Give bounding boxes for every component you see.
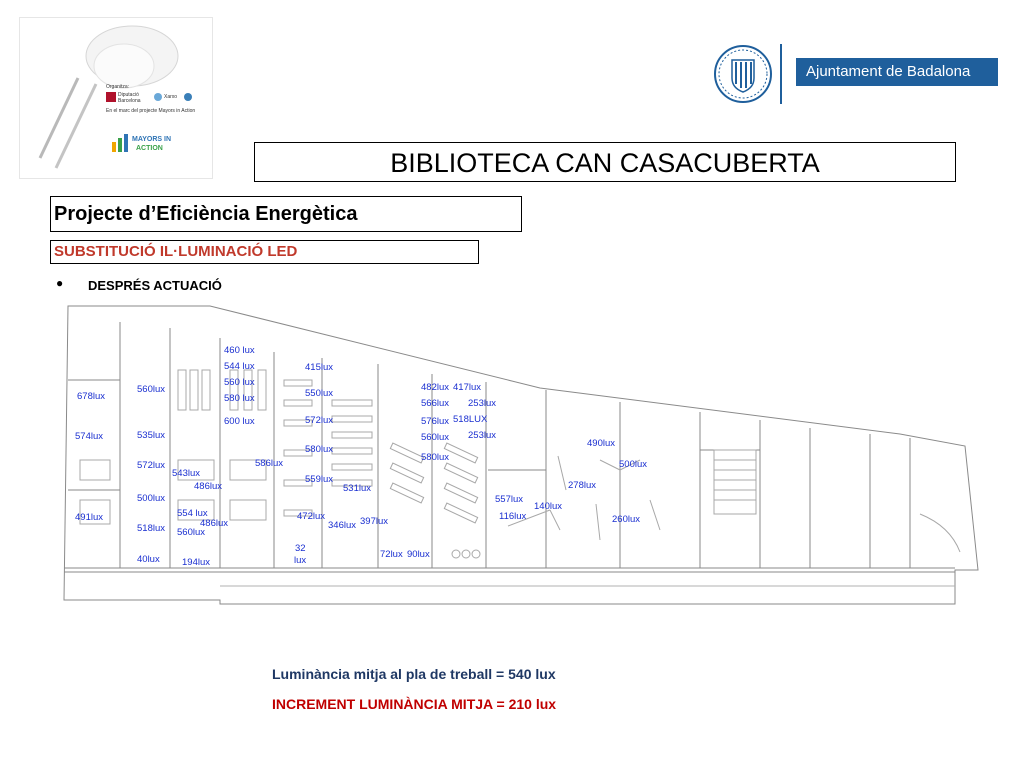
lux-label: 544 lux <box>224 361 255 372</box>
lux-label: 580lux <box>305 444 333 455</box>
lux-label: 417lux <box>453 382 481 393</box>
lux-label: 260lux <box>612 514 640 525</box>
led-organizers-card: Organitza: Diputació Barcelona Xarxo En … <box>20 18 212 178</box>
lux-label: 194lux <box>182 557 210 568</box>
lux-label: 482lux <box>421 382 449 393</box>
lux-label: 116lux <box>499 511 527 522</box>
project-title: Projecte d’Eficiència Energètica <box>50 196 522 232</box>
lux-label: lux <box>294 555 307 566</box>
lux-label: 600 lux <box>224 416 255 427</box>
organizer-label: Organitza: <box>106 84 130 90</box>
council-name: Ajuntament de Badalona <box>796 58 998 86</box>
led-bulb-icon <box>38 25 192 169</box>
lux-label: 574lux <box>75 431 103 442</box>
lux-label: 486lux <box>194 481 222 492</box>
lux-label: 543lux <box>172 468 200 479</box>
lux-label: 550lux <box>305 388 333 399</box>
subtitle-led: SUBSTITUCIÓ IL·LUMINACIÓ LED <box>50 240 479 264</box>
lux-label: 554 lux <box>177 508 208 519</box>
lux-label: 491lux <box>75 512 103 523</box>
diputacio-logo-icon <box>106 92 116 102</box>
mayors-logo-line1: MAYORS IN <box>132 136 172 143</box>
lux-label: 560 lux <box>224 377 255 388</box>
lux-label: 40lux <box>137 554 160 565</box>
lux-label: 678lux <box>77 391 105 402</box>
lux-label: 576lux <box>421 416 449 427</box>
lux-label: 472lux <box>297 511 325 522</box>
lux-label: 72lux <box>380 549 403 560</box>
lux-label: 278lux <box>568 480 596 491</box>
lux-label: 490lux <box>587 438 615 449</box>
council-divider <box>780 44 782 104</box>
lux-label: 397lux <box>360 516 388 527</box>
average-luminance: Luminància mitja al pla de treball = 540… <box>272 666 556 682</box>
lux-label: 560lux <box>177 527 205 538</box>
lux-label: 572lux <box>137 460 165 471</box>
bullet-icon: ● <box>56 276 64 290</box>
partner-logo-icon <box>184 93 192 101</box>
xarxa-logo-icon <box>154 93 162 101</box>
section-label: DESPRÉS ACTUACIÓ <box>88 278 222 293</box>
lux-label: 140lux <box>534 501 562 512</box>
lux-label: 90lux <box>407 549 430 560</box>
council-logo: Ajuntament de Badalona <box>712 44 998 104</box>
coat-of-arms-icon <box>714 45 772 103</box>
lux-label: 559lux <box>305 474 333 485</box>
mayors-logo-line2: ACTION <box>136 145 163 152</box>
luminance-increment: INCREMENT LUMINÀNCIA MITJA = 210 lux <box>272 696 557 712</box>
lux-label: 253lux <box>468 398 496 409</box>
lux-label: 460 lux <box>224 345 255 356</box>
lux-label: 518LUX <box>453 414 488 425</box>
floor-plan: 460 lux 544 lux 560 lux 580 lux 600 lux … <box>60 300 980 618</box>
lux-label: 566lux <box>421 398 449 409</box>
diputacio-label: Diputació Barcelona <box>118 92 141 104</box>
floor-plan-drawing <box>63 305 979 605</box>
lux-label: 415lux <box>305 362 333 373</box>
lux-label: 560lux <box>137 384 165 395</box>
project-note: En el marc del projecte Mayors in Action <box>106 108 196 114</box>
lux-label: 486lux <box>200 518 228 529</box>
lux-label: 580 lux <box>224 393 255 404</box>
lux-label: 580lux <box>421 452 449 463</box>
lux-label: 557lux <box>495 494 523 505</box>
lux-label: 531lux <box>343 483 371 494</box>
lux-label: 346lux <box>328 520 356 531</box>
lux-label: 586lux <box>255 458 283 469</box>
lux-label: 500lux <box>619 459 647 470</box>
page-title: BIBLIOTECA CAN CASACUBERTA <box>254 142 956 182</box>
lux-label: 560lux <box>421 432 449 443</box>
lux-label: 518lux <box>137 523 165 534</box>
lux-label: 253lux <box>468 430 496 441</box>
xarxa-label: Xarxo <box>164 94 178 100</box>
lux-label: 535lux <box>137 430 165 441</box>
lux-label: 32 <box>295 543 306 554</box>
lux-label: 500lux <box>137 493 165 504</box>
lux-label: 572lux <box>305 415 333 426</box>
